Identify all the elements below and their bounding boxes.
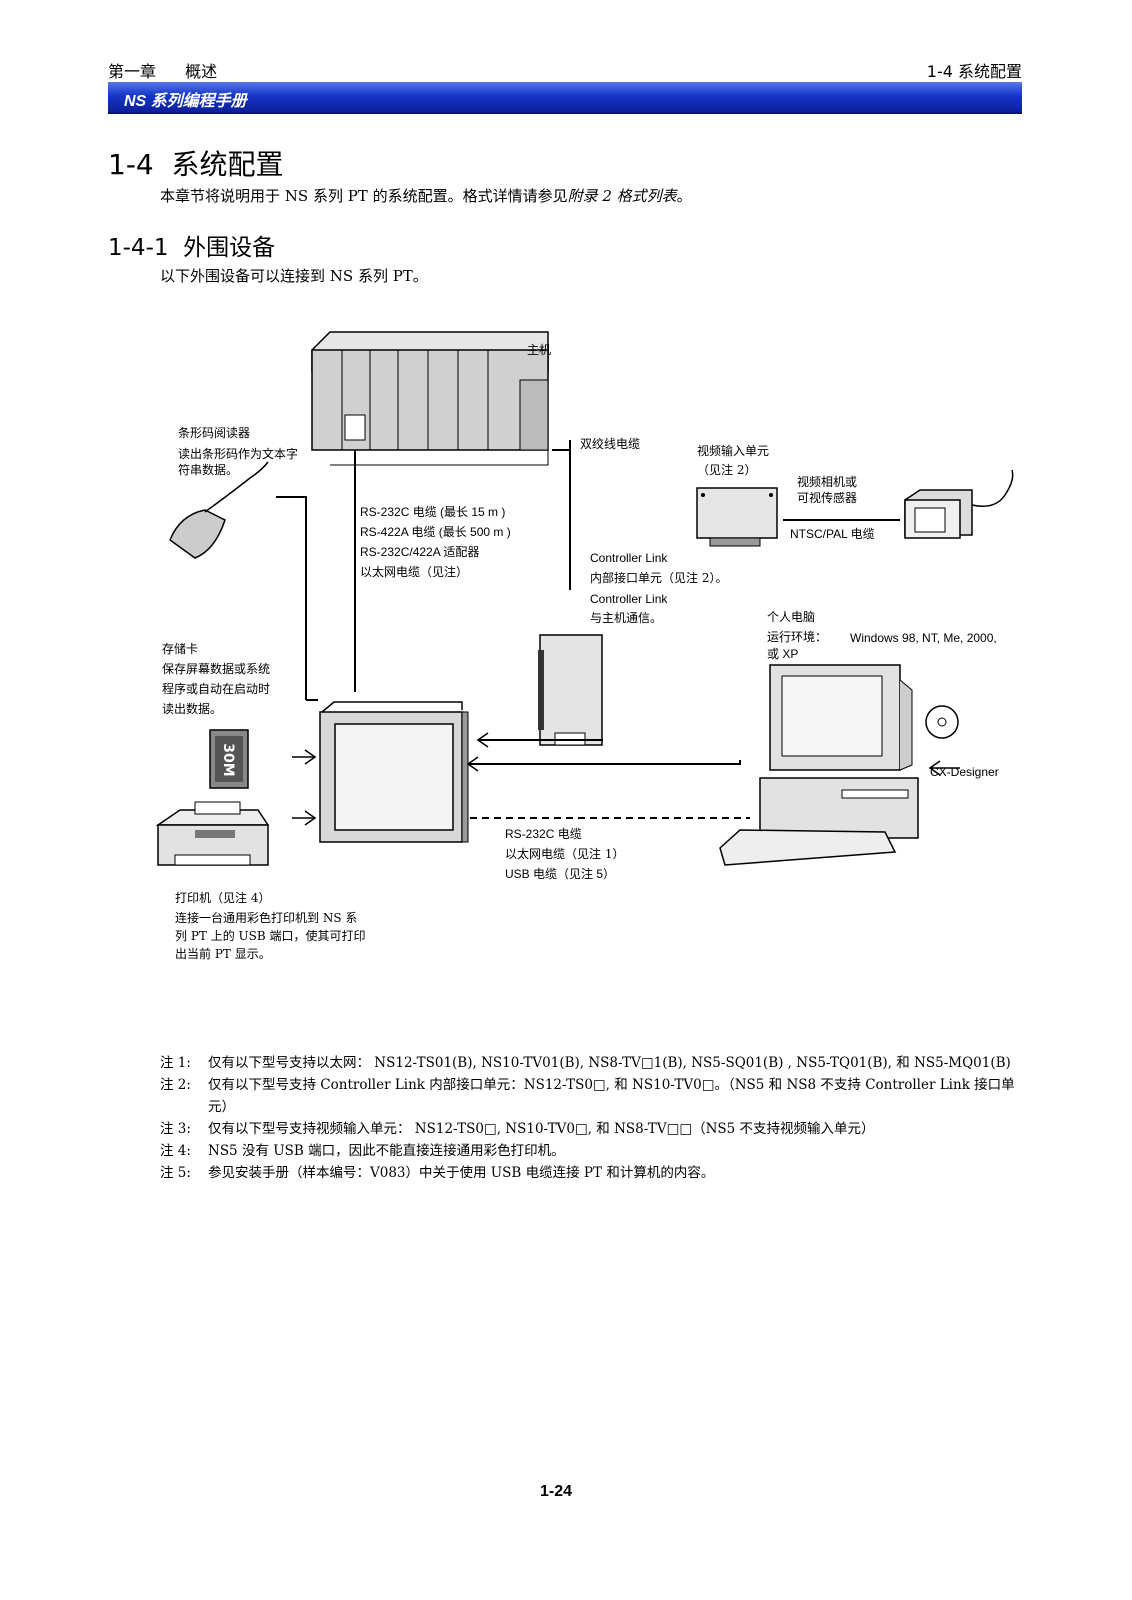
controller-link-board-illustration: [538, 634, 603, 746]
intro-paragraph: 本章节将说明用于 NS 系列 PT 的系统配置。格式详情请参见附录 2 格式列表…: [160, 187, 692, 205]
label-memcard-1: 保存屏幕数据或系统: [162, 662, 271, 676]
label-printer-1: 连接一台通用彩色打印机到 NS 系: [175, 911, 358, 925]
manual-banner: NS 系列编程手册: [108, 82, 1022, 114]
label-ntsc-cable: NTSC/PAL 电缆: [790, 527, 875, 541]
label-adapter: RS-232C/422A 适配器: [360, 545, 480, 559]
label-memcard-2: 程序或自动在启动时: [162, 682, 271, 696]
barcode-reader-illustration: [169, 461, 269, 559]
section-title: 1-4 系统配置: [108, 143, 284, 183]
label-controller-link-2: 内部接口单元（见注 2）。: [590, 571, 728, 585]
label-camera-1: 视频相机或: [797, 475, 858, 489]
label-controller-link-3: Controller Link: [590, 592, 668, 606]
page-number: 1-24: [540, 1483, 573, 1500]
label-printer-2: 列 PT 上的 USB 端口，使其可打印: [175, 929, 366, 943]
subsection-title-text: 外围设备: [183, 235, 276, 261]
label-video-note: （见注 2）: [697, 463, 757, 477]
note-item: 注 5:参见安装手册（样本编号：V083）中关于使用 USB 电缆连接 PT 和…: [160, 1165, 715, 1181]
video-input-unit-illustration: [696, 487, 778, 547]
label-barcode-title: 条形码阅读器: [178, 426, 251, 440]
label-memcard-title: 存储卡: [162, 642, 199, 656]
running-header-chapter: 第一章 概述: [108, 58, 241, 82]
label-barcode-desc-1: 读出条形码作为文本字: [178, 447, 299, 461]
label-pc-env-value: Windows 98, NT, Me, 2000,: [850, 631, 997, 645]
appendix-link-text: 附录 2 格式列表: [567, 187, 677, 205]
memory-card-illustration: 30M: [209, 729, 249, 789]
ns-pt-illustration: [319, 701, 469, 843]
banner-text: NS 系列编程手册: [124, 93, 247, 110]
arrow-heads: [292, 732, 960, 826]
subsection-intro: 以下外围设备可以连接到 NS 系列 PT。: [160, 267, 428, 285]
label-rs422a-cable: RS-422A 电缆 (最长 500 m ): [360, 525, 511, 539]
label-bottom-ethernet: 以太网电缆（见注 1）: [505, 847, 625, 861]
label-pc-env: 运行环境：: [767, 630, 828, 644]
label-rs232c-cable: RS-232C 电缆 (最长 15 m ): [360, 505, 506, 519]
label-pc-env-value2: 或 XP: [767, 647, 799, 661]
note-item: 注 1:仅有以下型号支持以太网： NS12-TS01(B), NS10-TV01…: [160, 1055, 1011, 1071]
note-item: 注 3:仅有以下型号支持视频输入单元： NS12-TS0□, NS10-TV0□…: [160, 1121, 875, 1137]
subsection-title: 1-4-1 外围设备: [108, 228, 275, 262]
camera-illustration: [904, 469, 1014, 539]
subsection-number: 1-4-1: [108, 235, 169, 261]
running-header-section: 1-4 系统配置: [926, 62, 1022, 81]
personal-computer-illustration: [719, 664, 959, 866]
note-item: 注 2:仅有以下型号支持 Controller Link 内部接口单元：NS12…: [160, 1077, 1015, 1115]
printer-illustration: [155, 801, 270, 866]
label-camera-2: 可视传感器: [797, 491, 858, 505]
chapter-title: 概述: [185, 62, 218, 81]
label-pc: 个人电脑: [767, 610, 816, 624]
label-cx-designer: CX-Designer: [930, 765, 999, 779]
label-barcode-desc-2: 符串数据。: [178, 463, 239, 477]
label-memcard-3: 读出数据。: [162, 702, 223, 716]
label-controller-link-1: Controller Link: [590, 551, 668, 565]
section-number: 1-4: [108, 148, 154, 181]
connection-lines: [276, 440, 900, 765]
memory-card-label: 30M: [220, 743, 236, 776]
label-twisted-pair: 双绞线电缆: [580, 437, 641, 451]
label-printer-title: 打印机（见注 4）: [175, 891, 271, 905]
note-item: 注 4:NS5 没有 USB 端口，因此不能直接连接通用彩色打印机。: [160, 1143, 565, 1159]
section-title-text: 系统配置: [171, 148, 284, 181]
host-plc-illustration: [311, 331, 549, 466]
label-host: 主机: [527, 343, 552, 357]
label-printer-3: 出当前 PT 显示。: [175, 947, 271, 961]
label-controller-link-4: 与主机通信。: [590, 611, 663, 625]
label-video-unit: 视频输入单元: [697, 444, 770, 458]
notes-list: 注 1:仅有以下型号支持以太网： NS12-TS01(B), NS10-TV01…: [160, 1052, 1030, 1184]
label-bottom-usb: USB 电缆（见注 5）: [505, 867, 616, 881]
label-ethernet-cable: 以太网电缆（见注）: [360, 565, 469, 579]
chapter-number: 第一章: [108, 62, 157, 81]
label-bottom-rs232c: RS-232C 电缆: [505, 827, 582, 841]
